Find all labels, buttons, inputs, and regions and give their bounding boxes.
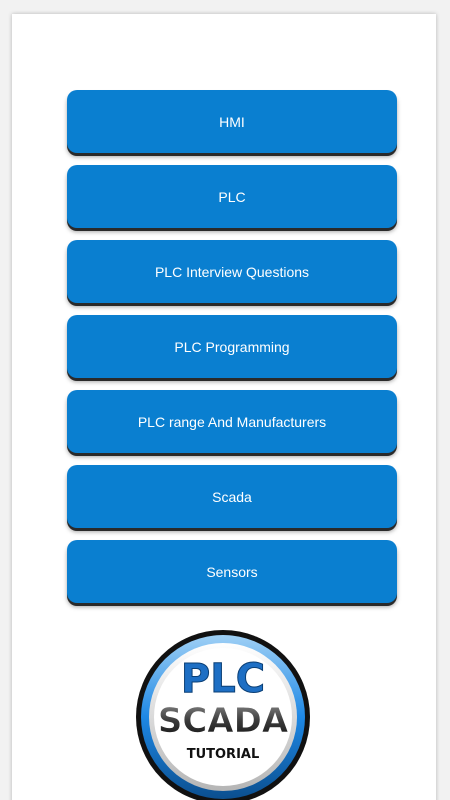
menu-button-label: PLC xyxy=(218,188,246,205)
menu-button-label: PLC range And Manufacturers xyxy=(137,413,327,430)
plc-scada-logo: PLC SCADA TUTORIAL xyxy=(136,630,310,800)
menu-button-scada[interactable]: Scada xyxy=(67,465,397,528)
menu-button-label: Scada xyxy=(212,488,252,505)
menu-button-label: HMI xyxy=(219,113,245,130)
topic-menu: HMI PLC PLC Interview Questions PLC Prog… xyxy=(67,90,397,615)
menu-button-plc-range-manufacturers[interactable]: PLC range And Manufacturers xyxy=(67,390,397,453)
menu-button-plc-programming[interactable]: PLC Programming xyxy=(67,315,397,378)
logo-text-plc: PLC xyxy=(181,656,265,702)
menu-button-label: PLC Programming xyxy=(174,338,290,355)
menu-button-label: PLC Interview Questions xyxy=(154,263,310,280)
logo-inner-disc xyxy=(154,648,292,786)
logo-text-tutorial: TUTORIAL xyxy=(187,747,260,762)
menu-button-label: Sensors xyxy=(206,563,258,580)
menu-button-plc[interactable]: PLC xyxy=(67,165,397,228)
menu-button-hmi[interactable]: HMI xyxy=(67,90,397,153)
menu-button-plc-interview-questions[interactable]: PLC Interview Questions xyxy=(67,240,397,303)
menu-button-sensors[interactable]: Sensors xyxy=(67,540,397,603)
logo-text-scada: SCADA xyxy=(158,701,289,741)
